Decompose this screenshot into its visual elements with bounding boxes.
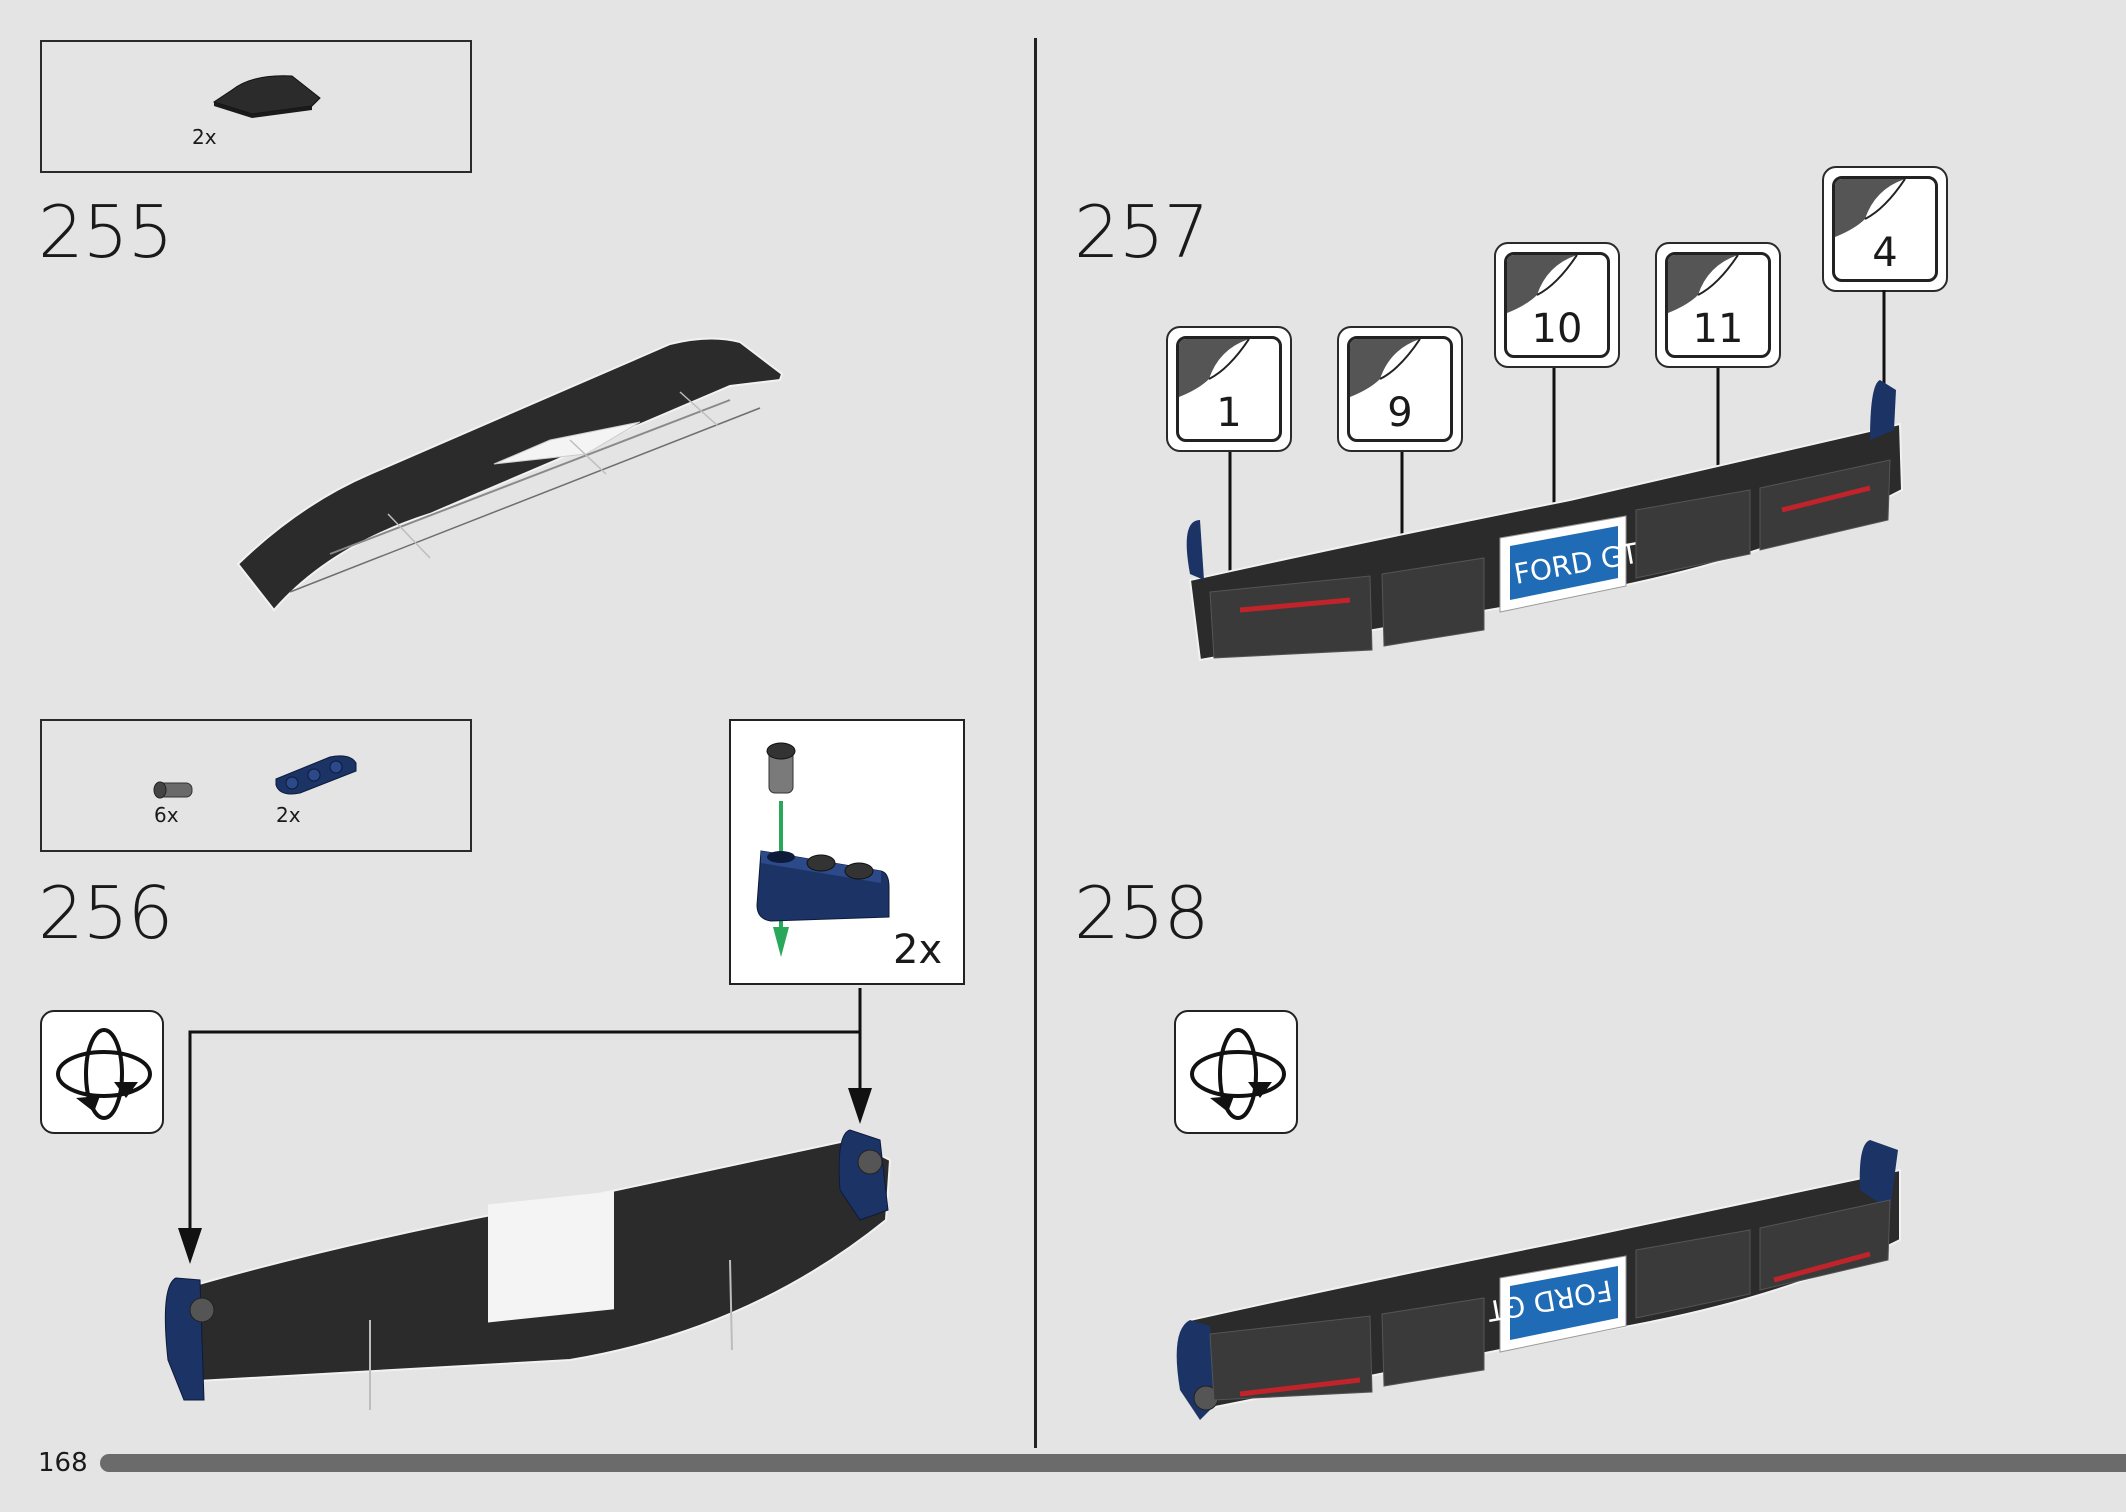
sticker-10: 10 bbox=[1494, 242, 1620, 368]
page-divider bbox=[1034, 38, 1037, 1448]
sticker-number: 9 bbox=[1387, 390, 1413, 436]
sticker-icon bbox=[1835, 179, 1906, 237]
step-number: 257 bbox=[1074, 190, 1209, 274]
part-qty: 2x bbox=[192, 125, 217, 149]
sticker-icon bbox=[1350, 339, 1421, 397]
sub-assembly-callout: 2x bbox=[729, 719, 965, 985]
callout-qty: 2x bbox=[893, 927, 943, 973]
curved-slope-tile-icon bbox=[212, 75, 321, 118]
sticker-number: 1 bbox=[1216, 390, 1242, 436]
sticker-icon bbox=[1507, 255, 1578, 313]
pin-into-liftarm-diagram bbox=[756, 742, 890, 957]
pin-connector-icon bbox=[153, 781, 193, 799]
sticker-4: 4 bbox=[1822, 166, 1948, 292]
step-number: 256 bbox=[38, 871, 173, 955]
step-number: 258 bbox=[1074, 871, 1209, 955]
progress-bar bbox=[100, 1454, 2126, 1472]
bumper-with-stickers-257: FORD GT bbox=[1186, 380, 1904, 662]
liftarm-3-icon bbox=[275, 755, 357, 795]
sticker-number: 10 bbox=[1531, 306, 1583, 352]
sticker-number: 11 bbox=[1692, 306, 1744, 352]
assembled-bumper-256 bbox=[164, 1129, 892, 1410]
rotate-model-icon bbox=[40, 1010, 164, 1134]
sticker-number: 4 bbox=[1872, 230, 1898, 276]
sticker-icon bbox=[1179, 339, 1250, 397]
arrow-down-icon bbox=[848, 1088, 872, 1124]
arrow-down-icon bbox=[178, 1228, 202, 1264]
bumper-rotated-258: FORD GT bbox=[1176, 1140, 1901, 1420]
parts-list-255: 2x bbox=[40, 40, 472, 173]
sticker-11: 11 bbox=[1655, 242, 1781, 368]
parts-list-256: 6x 2x bbox=[40, 719, 472, 852]
sticker-1: 1 bbox=[1166, 326, 1292, 452]
rotate-model-icon bbox=[1174, 1010, 1298, 1134]
part-qty: 6x bbox=[154, 803, 179, 827]
assembled-slope-bar bbox=[236, 337, 784, 612]
sticker-9: 9 bbox=[1337, 326, 1463, 452]
step256-arrows bbox=[178, 988, 872, 1264]
part-qty: 2x bbox=[276, 803, 301, 827]
arrow-down-icon bbox=[773, 927, 789, 957]
page-number: 168 bbox=[38, 1448, 88, 1478]
sticker-icon bbox=[1668, 255, 1739, 313]
step-number: 255 bbox=[38, 190, 173, 274]
